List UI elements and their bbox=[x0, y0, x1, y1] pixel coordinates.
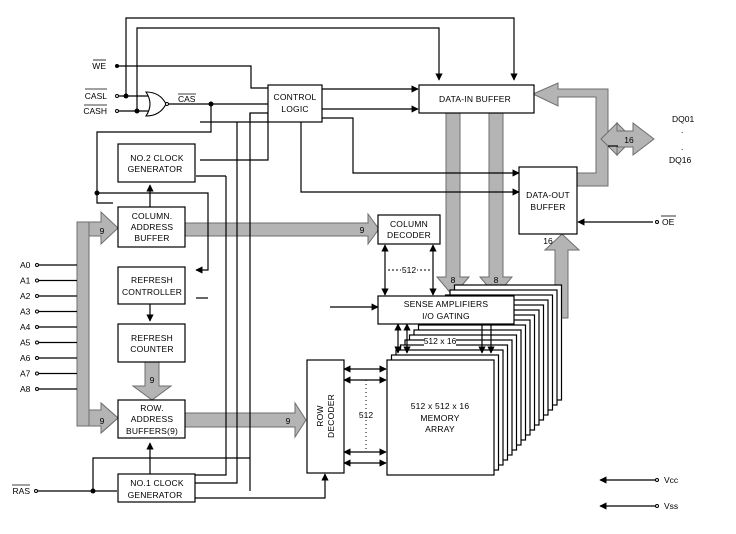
pin-ras: RAS bbox=[13, 486, 31, 496]
pin-casl: CASL bbox=[85, 91, 107, 101]
bus-width-addr-col: 9 bbox=[100, 226, 105, 236]
pin-address-marker bbox=[35, 371, 39, 376]
column-decoder-block: COLUMN DECODER bbox=[377, 214, 441, 245]
bus-width-data-out: 16 bbox=[543, 236, 553, 246]
bus-width-row-decoder: 9 bbox=[286, 416, 291, 426]
pin-address-marker bbox=[35, 387, 39, 391]
sense-amplifiers-block: SENSE AMPLIFIERS I/O GATING bbox=[377, 295, 515, 325]
data-in-to-sense-bus-b bbox=[478, 112, 514, 297]
pin-address-2: A2 bbox=[20, 291, 31, 301]
pin-dq-dots-2: . bbox=[681, 142, 683, 152]
pin-we: WE bbox=[92, 61, 106, 71]
row-buffer-to-decoder-bus bbox=[184, 401, 307, 439]
col-addr-label-3: BUFFER bbox=[134, 233, 169, 243]
bus-width-refresh: 9 bbox=[150, 375, 155, 385]
pin-address-marker bbox=[35, 356, 39, 360]
row-addr-label-3: BUFFERS(9) bbox=[126, 426, 178, 436]
column-address-buffer-block: COLUMN. ADDRESS BUFFER bbox=[117, 206, 186, 248]
control-logic-block: CONTROL LOGIC bbox=[267, 84, 323, 123]
sense-amp-label-2: I/O GATING bbox=[422, 311, 470, 321]
col-decoder-label-1: COLUMN bbox=[390, 219, 428, 229]
refresh-controller-label-2: CONTROLLER bbox=[122, 287, 182, 297]
pin-address-6: A6 bbox=[20, 353, 31, 363]
row-addr-label-2: ADDRESS bbox=[131, 414, 174, 424]
wires bbox=[34, 17, 657, 510]
data-out-buffer-block: DATA-OUT BUFFER bbox=[518, 166, 578, 235]
pin-oe: OE bbox=[662, 217, 675, 227]
pin-address-8: A8 bbox=[20, 384, 31, 394]
pin-address-marker bbox=[35, 309, 39, 314]
bus-width-col-decoder: 9 bbox=[360, 225, 365, 235]
pin-labels: WE CASL CASH CAS RAS OE DQ01 . . DQ16 Vc… bbox=[12, 59, 694, 511]
control-logic-label-2: LOGIC bbox=[281, 104, 308, 114]
pin-dq16: DQ16 bbox=[669, 155, 691, 165]
row-addr-label-1: ROW. bbox=[140, 403, 163, 413]
refresh-counter-block: REFRESH COUNTER bbox=[117, 323, 186, 363]
pin-address-4: A4 bbox=[20, 322, 31, 332]
pin-address-5: A5 bbox=[20, 338, 31, 348]
control-logic-label-1: CONTROL bbox=[274, 92, 317, 102]
sense-amp-label-1: SENSE AMPLIFIERS bbox=[404, 299, 489, 309]
col-addr-label-1: COLUMN. bbox=[132, 211, 173, 221]
pin-cash: CASH bbox=[83, 106, 107, 116]
no2-clock-generator-block: NO.2 CLOCK GENERATOR bbox=[117, 143, 196, 183]
row-decoder-label-1: ROW bbox=[315, 405, 325, 426]
bus-width-dq: 16 bbox=[624, 135, 634, 145]
col-lines-label: 512 bbox=[402, 265, 416, 275]
refresh-controller-label-1: REFRESH bbox=[131, 275, 173, 285]
memory-array-label-2: MEMORY bbox=[420, 413, 459, 423]
data-out-buffer-label-1: DATA-OUT bbox=[526, 190, 570, 200]
memory-array-label-1: 512 x 512 x 16 bbox=[411, 401, 470, 411]
pin-cas: CAS bbox=[178, 94, 196, 104]
junction-dots bbox=[90, 64, 214, 494]
pin-vcc: Vcc bbox=[664, 475, 679, 485]
data-in-buffer-label: DATA-IN BUFFER bbox=[439, 94, 511, 104]
pin-dq01: DQ01 bbox=[672, 114, 694, 124]
no2-clock-label-2: GENERATOR bbox=[128, 164, 183, 174]
row-decoder-label-2: DECODER bbox=[326, 394, 336, 438]
memory-array-label-3: ARRAY bbox=[425, 424, 455, 434]
pin-address-marker bbox=[35, 263, 39, 267]
data-in-to-sense-bus-a bbox=[435, 112, 471, 297]
row-decoder-block: ROW DECODER bbox=[306, 359, 345, 474]
array-io-label: 512 x 16 bbox=[424, 336, 457, 346]
col-addr-label-2: ADDRESS bbox=[131, 222, 174, 232]
pin-address-0: A0 bbox=[20, 260, 31, 270]
pin-address-marker bbox=[35, 278, 39, 283]
bus-width-data-in-b: 8 bbox=[494, 275, 499, 285]
bus-width-data-in-a: 8 bbox=[451, 275, 456, 285]
col-buffer-to-decoder-bus bbox=[184, 212, 380, 246]
pin-address-marker bbox=[35, 340, 39, 345]
pin-address-marker bbox=[35, 294, 39, 298]
no2-clock-label-1: NO.2 CLOCK bbox=[130, 153, 184, 163]
pin-dq-dots-1: . bbox=[681, 125, 683, 135]
pin-address-7: A7 bbox=[20, 369, 31, 379]
pin-address-1: A1 bbox=[20, 276, 31, 286]
address-bus bbox=[76, 210, 119, 435]
col-decoder-label-2: DECODER bbox=[387, 230, 431, 240]
refresh-counter-label-1: REFRESH bbox=[131, 333, 173, 343]
pin-address-3: A3 bbox=[20, 307, 31, 317]
no1-clock-label-2: GENERATOR bbox=[128, 490, 183, 500]
row-address-buffers-block: ROW. ADDRESS BUFFERS(9) bbox=[117, 399, 186, 439]
refresh-controller-block: REFRESH CONTROLLER bbox=[117, 266, 186, 305]
data-in-buffer-block: DATA-IN BUFFER bbox=[418, 84, 535, 114]
dq-bus bbox=[531, 82, 655, 187]
no1-clock-generator-block: NO.1 CLOCK GENERATOR bbox=[117, 473, 196, 503]
refresh-to-row-bus bbox=[131, 361, 173, 401]
memory-array-block: 512 x 512 x 16 MEMORY ARRAY bbox=[386, 359, 495, 476]
data-out-buffer-label-2: BUFFER bbox=[530, 202, 565, 212]
pin-address-marker bbox=[35, 325, 39, 329]
cas-nor-gate bbox=[144, 91, 169, 117]
row-lines-label: 512 bbox=[359, 410, 373, 420]
pin-vss: Vss bbox=[664, 501, 678, 511]
bus-width-addr-row: 9 bbox=[100, 416, 105, 426]
refresh-counter-label-2: COUNTER bbox=[130, 344, 173, 354]
pin-markers bbox=[34, 94, 659, 508]
no1-clock-label-1: NO.1 CLOCK bbox=[130, 478, 184, 488]
